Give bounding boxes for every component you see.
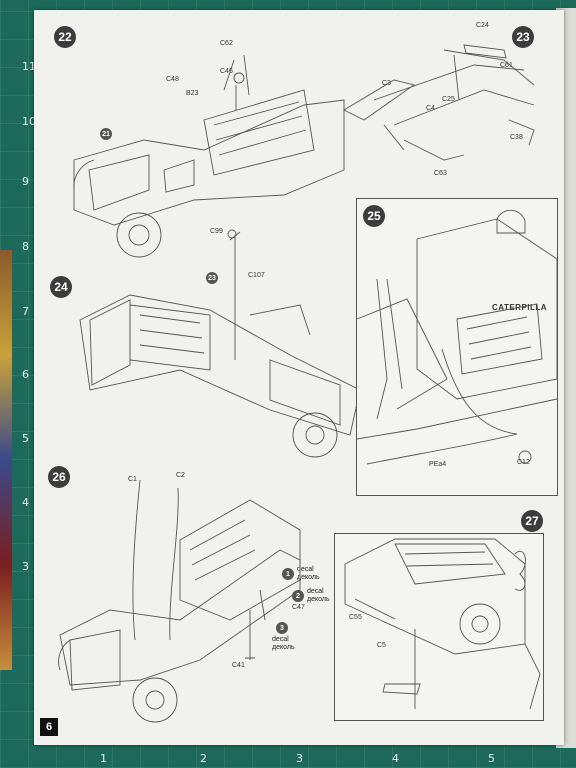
- decal-label-ru: деколь: [297, 574, 320, 581]
- desk-clutter: [0, 250, 12, 670]
- step-number-25: 25: [363, 205, 385, 227]
- part-label: C99: [210, 228, 223, 235]
- part-label: C4: [426, 105, 435, 112]
- reference-badge-21: 21: [100, 128, 112, 140]
- ruler-mark: 4: [392, 752, 399, 765]
- decal-callout-1: decal деколь: [297, 566, 320, 582]
- ruler-mark: 3: [22, 560, 29, 573]
- ruler-mark: 6: [22, 368, 29, 381]
- part-label: C3: [382, 80, 391, 87]
- ruler-bottom: 1 2 3 4 5: [0, 746, 576, 768]
- decal-label-ru: деколь: [272, 644, 295, 651]
- part-label: C47: [292, 604, 305, 611]
- ruler-mark: 7: [22, 305, 29, 318]
- part-label: C62: [220, 40, 233, 47]
- ruler-mark: 8: [22, 240, 29, 253]
- part-label: C61: [500, 62, 513, 69]
- decal-callout-2: decal деколь: [307, 588, 330, 604]
- ruler-mark: 10: [22, 115, 36, 128]
- step-number-23: 23: [512, 26, 534, 48]
- step-23-drawing: [343, 44, 535, 161]
- part-label: C24: [476, 22, 489, 29]
- step-22-drawing: [73, 54, 345, 258]
- part-label: C107: [248, 272, 265, 279]
- step-27-panel: 27 C55 C5: [334, 510, 544, 721]
- part-label: C46: [220, 68, 233, 75]
- ruler-mark: 9: [22, 175, 29, 188]
- part-label: C5: [377, 642, 386, 649]
- ruler-mark: 3: [296, 752, 303, 765]
- step-26-drawing: [58, 479, 301, 723]
- ruler-mark: 1: [100, 752, 107, 765]
- decal-label: decal: [272, 636, 289, 643]
- ruler-mark: 4: [22, 496, 29, 509]
- page-number: 6: [40, 718, 58, 736]
- part-label: C63: [434, 170, 447, 177]
- decal-badge-1: 1: [282, 568, 294, 580]
- part-label: C48: [166, 76, 179, 83]
- part-label: B23: [186, 90, 199, 97]
- part-label: C2: [176, 472, 185, 479]
- decal-callout-3: decal деколь: [272, 636, 295, 652]
- part-label: C55: [349, 614, 362, 621]
- decal-label-ru: деколь: [307, 596, 330, 603]
- decal-label: decal: [307, 588, 324, 595]
- part-label: C41: [232, 662, 245, 669]
- decal-badge-3: 3: [276, 622, 288, 634]
- part-label: C25: [442, 96, 455, 103]
- ruler-mark: 11: [22, 60, 36, 73]
- part-label: C1: [128, 476, 137, 483]
- step-number-26: 26: [48, 466, 70, 488]
- ruler-mark: 5: [488, 752, 495, 765]
- ruler-mark: 2: [200, 752, 207, 765]
- step-24-drawing: [79, 229, 361, 458]
- step-number-24: 24: [50, 276, 72, 298]
- step-number-27: 27: [521, 510, 543, 532]
- step-number-22: 22: [54, 26, 76, 48]
- step-25-panel: 25 CATERPILLA PEa4 C12: [356, 198, 558, 496]
- decal-label: decal: [297, 566, 314, 573]
- ruler-mark: 5: [22, 432, 29, 445]
- ruler-left: 11 10 9 8 7 6 5 4 3: [0, 0, 36, 768]
- step-27-drawing: [344, 538, 541, 710]
- reference-badge-23: 23: [206, 272, 218, 284]
- step-25-drawing: [356, 209, 558, 465]
- part-label: C38: [510, 134, 523, 141]
- instruction-page: 22 21 C62 C48 C46 B23 23 C24 C61 C3 C4 C…: [34, 10, 564, 745]
- part-label: PEa4: [429, 461, 447, 468]
